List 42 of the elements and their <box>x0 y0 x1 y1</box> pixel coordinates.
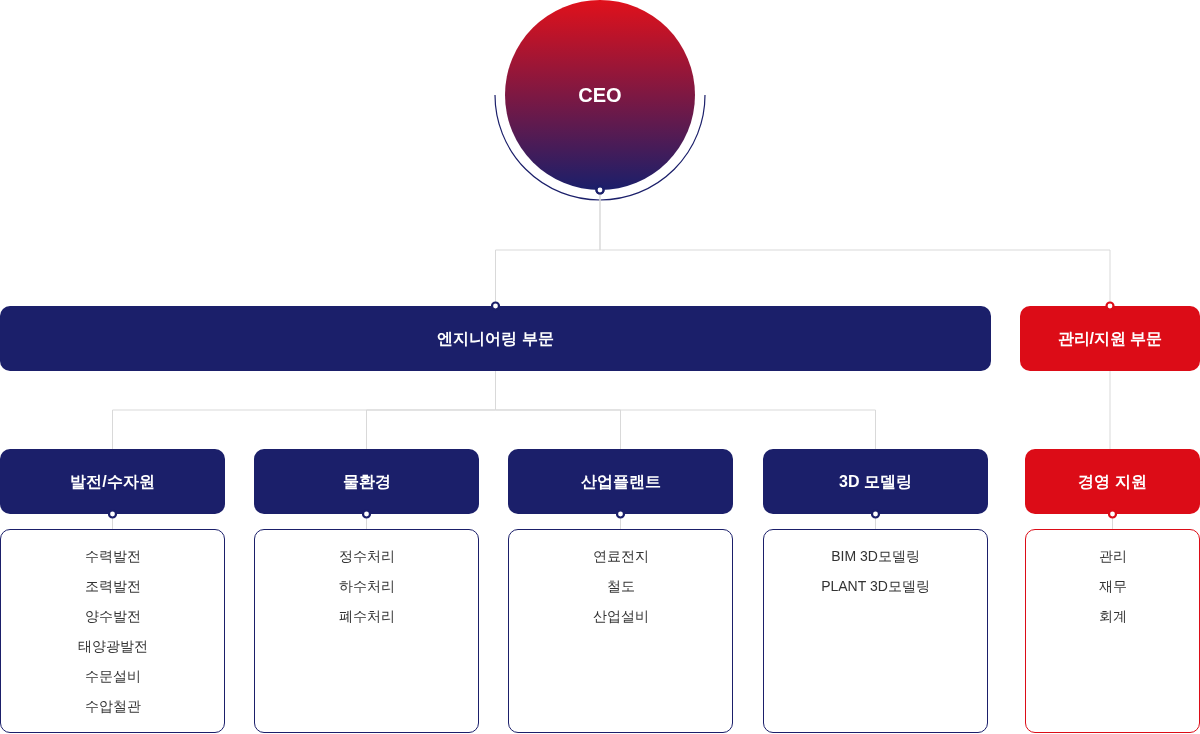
task-item: 산업설비 <box>592 607 649 626</box>
task-item: 태양광발전 <box>77 637 148 656</box>
department-box <box>763 449 988 514</box>
department-box <box>508 449 733 514</box>
task-item: 재무 <box>1098 577 1127 596</box>
task-item: 연료전지 <box>592 547 649 566</box>
department-box <box>254 449 479 514</box>
connector-line <box>870 509 881 530</box>
department-label: 3D 모델링 <box>839 471 912 492</box>
task-item: PLANT 3D모델링 <box>821 577 930 596</box>
department-label: 경영 지원 <box>1078 471 1147 492</box>
task-list-box <box>254 529 479 733</box>
department-box <box>0 449 225 514</box>
department-label: 관리/지원 부문 <box>1057 328 1163 349</box>
task-list-box <box>1025 529 1200 733</box>
department-box <box>1020 306 1200 371</box>
task-item: 수문설비 <box>84 667 141 686</box>
department-label: 산업플랜트 <box>580 471 661 492</box>
task-list-box <box>763 529 988 733</box>
ceo-label: CEO <box>578 83 622 108</box>
task-item: 회계 <box>1098 607 1127 626</box>
task-item: 철도 <box>606 577 635 596</box>
department-box <box>1025 449 1200 514</box>
connector-line <box>107 509 118 530</box>
task-item: 관리 <box>1098 547 1127 566</box>
task-list-box <box>0 529 225 733</box>
department-label: 물환경 <box>342 471 391 492</box>
connector-line <box>361 509 372 530</box>
task-item: 수압철관 <box>84 697 141 716</box>
task-list-box <box>508 529 733 733</box>
department-label: 엔지니어링 부문 <box>437 328 554 349</box>
task-item: 하수처리 <box>338 577 395 596</box>
task-item: 양수발전 <box>84 607 141 626</box>
task-item: 폐수처리 <box>338 607 395 626</box>
task-item: 수력발전 <box>84 547 141 566</box>
task-item: BIM 3D모델링 <box>831 547 920 566</box>
connector-line <box>615 509 626 530</box>
task-item: 조력발전 <box>84 577 141 596</box>
department-box <box>0 306 991 371</box>
department-label: 발전/수자원 <box>70 471 155 492</box>
task-item: 정수처리 <box>338 547 395 566</box>
connector-line <box>1107 509 1118 530</box>
